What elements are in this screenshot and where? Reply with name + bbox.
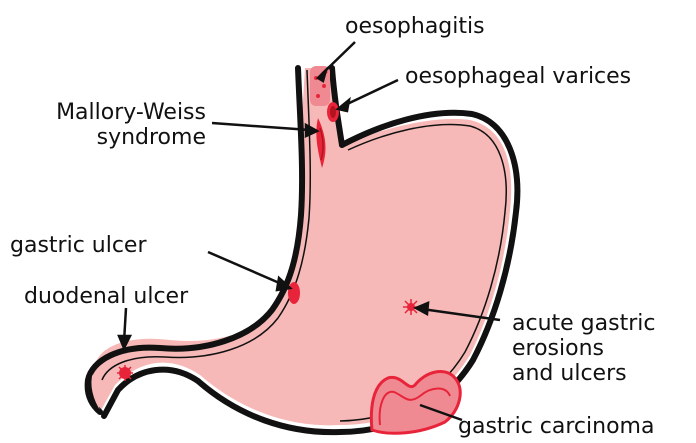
label-acute-gastric-line3: and ulcers bbox=[512, 361, 655, 386]
oesophageal-varices-lesion bbox=[327, 102, 339, 122]
oesophagitis-lesion bbox=[310, 66, 330, 106]
duodenal-ulcer-lesion bbox=[117, 365, 133, 381]
label-mallory-weiss-line1: Mallory-Weiss bbox=[14, 100, 206, 125]
varices-arrowhead bbox=[338, 100, 349, 111]
varices-leader bbox=[343, 80, 398, 106]
label-oesophagitis: oesophagitis bbox=[345, 14, 485, 39]
label-gastric-ulcer: gastric ulcer bbox=[10, 233, 147, 258]
label-mallory-weiss-line2: syndrome bbox=[14, 125, 206, 150]
label-duodenal-ulcer: duodenal ulcer bbox=[24, 284, 188, 309]
mallory-weiss-leader bbox=[212, 123, 310, 130]
label-acute-gastric: acute gastric erosions and ulcers bbox=[512, 311, 655, 386]
label-oesophageal-varices: oesophageal varices bbox=[405, 64, 631, 89]
gastric-ulcer-lesion bbox=[288, 282, 300, 304]
label-acute-gastric-line2: erosions bbox=[512, 336, 655, 361]
label-gastric-carcinoma: gastric carcinoma bbox=[458, 414, 654, 439]
label-mallory-weiss: Mallory-Weiss syndrome bbox=[14, 100, 206, 150]
label-acute-gastric-line1: acute gastric bbox=[512, 311, 655, 336]
gastric-ulcer-leader bbox=[208, 252, 284, 285]
